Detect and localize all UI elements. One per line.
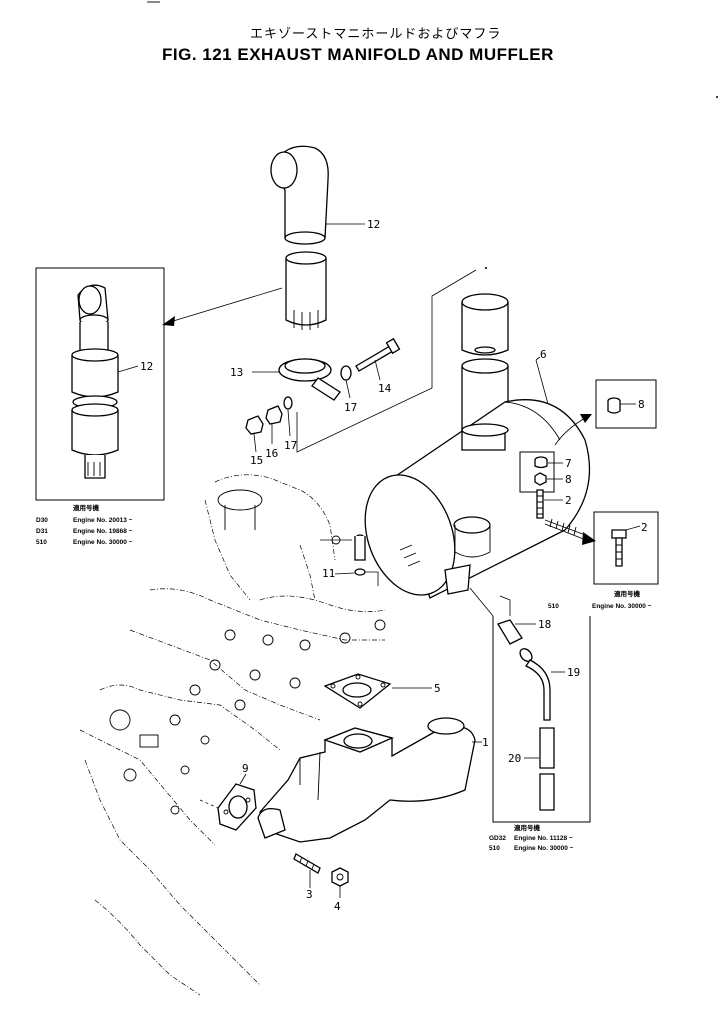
long-screw-reference	[544, 518, 596, 545]
cap-and-nut-group: 7 8 2	[519, 451, 572, 519]
callout-13: 13	[230, 366, 243, 379]
left-note-engine-2: Engine No. 19868 ~	[73, 528, 133, 535]
nut-part-15: 15	[245, 415, 264, 467]
callout-9: 9	[242, 762, 249, 775]
clamp-part-13: 13	[230, 358, 341, 401]
right-inset-box: 2	[593, 511, 659, 585]
stud-part-3: 3	[293, 853, 321, 901]
extension-pipe	[285, 251, 327, 330]
callout-12: 12	[367, 218, 380, 231]
assembly-reference-line	[296, 269, 477, 453]
japanese-title: エキゾーストマニホールドおよびマフラ	[250, 27, 501, 42]
bottom-note-engine-2: Engine No. 30000 ~	[514, 845, 574, 852]
callout-1: 1	[482, 736, 489, 749]
left-note-engine-3: Engine No. 30000 ~	[73, 539, 133, 546]
left-applicability-note: 適用号機 D30 Engine No. 20013 ~ D31 Engine N…	[36, 503, 133, 546]
bottom-applicability-note: 適用号機 GD32 Engine No. 11128 ~ 510 Engine …	[489, 823, 574, 852]
callout-2-inset: 2	[641, 521, 648, 534]
bottom-note-model-1: GD32	[489, 835, 506, 842]
gasket-part-5: 5	[323, 673, 441, 709]
callout-5: 5	[434, 682, 441, 695]
left-note-model-2: D31	[36, 528, 48, 535]
right-note-engine-1: Engine No. 30000 ~	[592, 603, 652, 610]
gasket-part-9: 9	[199, 762, 257, 831]
callout-20: 20	[508, 752, 521, 765]
callout-2: 2	[565, 494, 572, 507]
right-note-model-1: 510	[548, 603, 559, 610]
callout-17-right: 17	[344, 401, 357, 414]
callout-7: 7	[565, 457, 572, 470]
callout-19: 19	[567, 666, 580, 679]
left-note-model-3: 510	[36, 539, 47, 546]
callout-11: 11	[322, 567, 335, 580]
nut-part-16: 16	[265, 405, 283, 460]
drain-pipe-inset-box: 18 19 20	[469, 587, 591, 823]
figure-title: FIG. 121 EXHAUST MANIFOLD AND MUFFLER	[162, 45, 554, 64]
bottom-note-heading: 適用号機	[514, 823, 541, 832]
left-note-model-1: D30	[36, 517, 48, 524]
left-inset-box: 12	[35, 267, 165, 501]
callout-8-inset: 8	[638, 398, 645, 411]
washer-part-17-right: 17	[340, 365, 357, 414]
left-note-engine-1: Engine No. 20013 ~	[73, 517, 133, 524]
callout-6: 6	[540, 348, 547, 361]
washer-part-11: 11	[322, 567, 379, 586]
tail-pipe-elbow-part-12: 12	[270, 145, 380, 245]
bottom-note-engine-1: Engine No. 11128 ~	[514, 835, 573, 842]
muffler-part-6: 6	[364, 348, 591, 599]
callout-12-inset: 12	[140, 360, 153, 373]
washer-part-17-left: 17	[283, 396, 297, 452]
reference-arrow-cap	[554, 414, 592, 446]
reference-arrow-left	[162, 287, 283, 326]
callout-14: 14	[378, 382, 392, 395]
cap-inset-box: 8	[595, 379, 657, 429]
bolt-part-14: 14	[355, 337, 401, 395]
callout-15: 15	[250, 454, 263, 467]
callout-8: 8	[565, 473, 572, 486]
bottom-note-model-2: 510	[489, 845, 500, 852]
bolt-part-10	[320, 534, 366, 561]
right-note-heading: 適用号機	[614, 589, 641, 598]
right-applicability-note: 適用号機 510 Engine No. 30000 ~	[548, 589, 652, 610]
scan-dot	[485, 267, 487, 269]
exhaust-manifold-part-1: 1	[257, 717, 489, 843]
callout-16: 16	[265, 447, 278, 460]
callout-4: 4	[334, 900, 341, 913]
callout-18: 18	[538, 618, 551, 631]
callout-3: 3	[306, 888, 313, 901]
engine-block-illustration	[79, 474, 386, 996]
callout-17-left: 17	[284, 439, 297, 452]
left-note-heading: 適用号機	[73, 503, 100, 512]
scan-dot	[716, 96, 718, 98]
nut-part-4: 4	[331, 867, 349, 913]
